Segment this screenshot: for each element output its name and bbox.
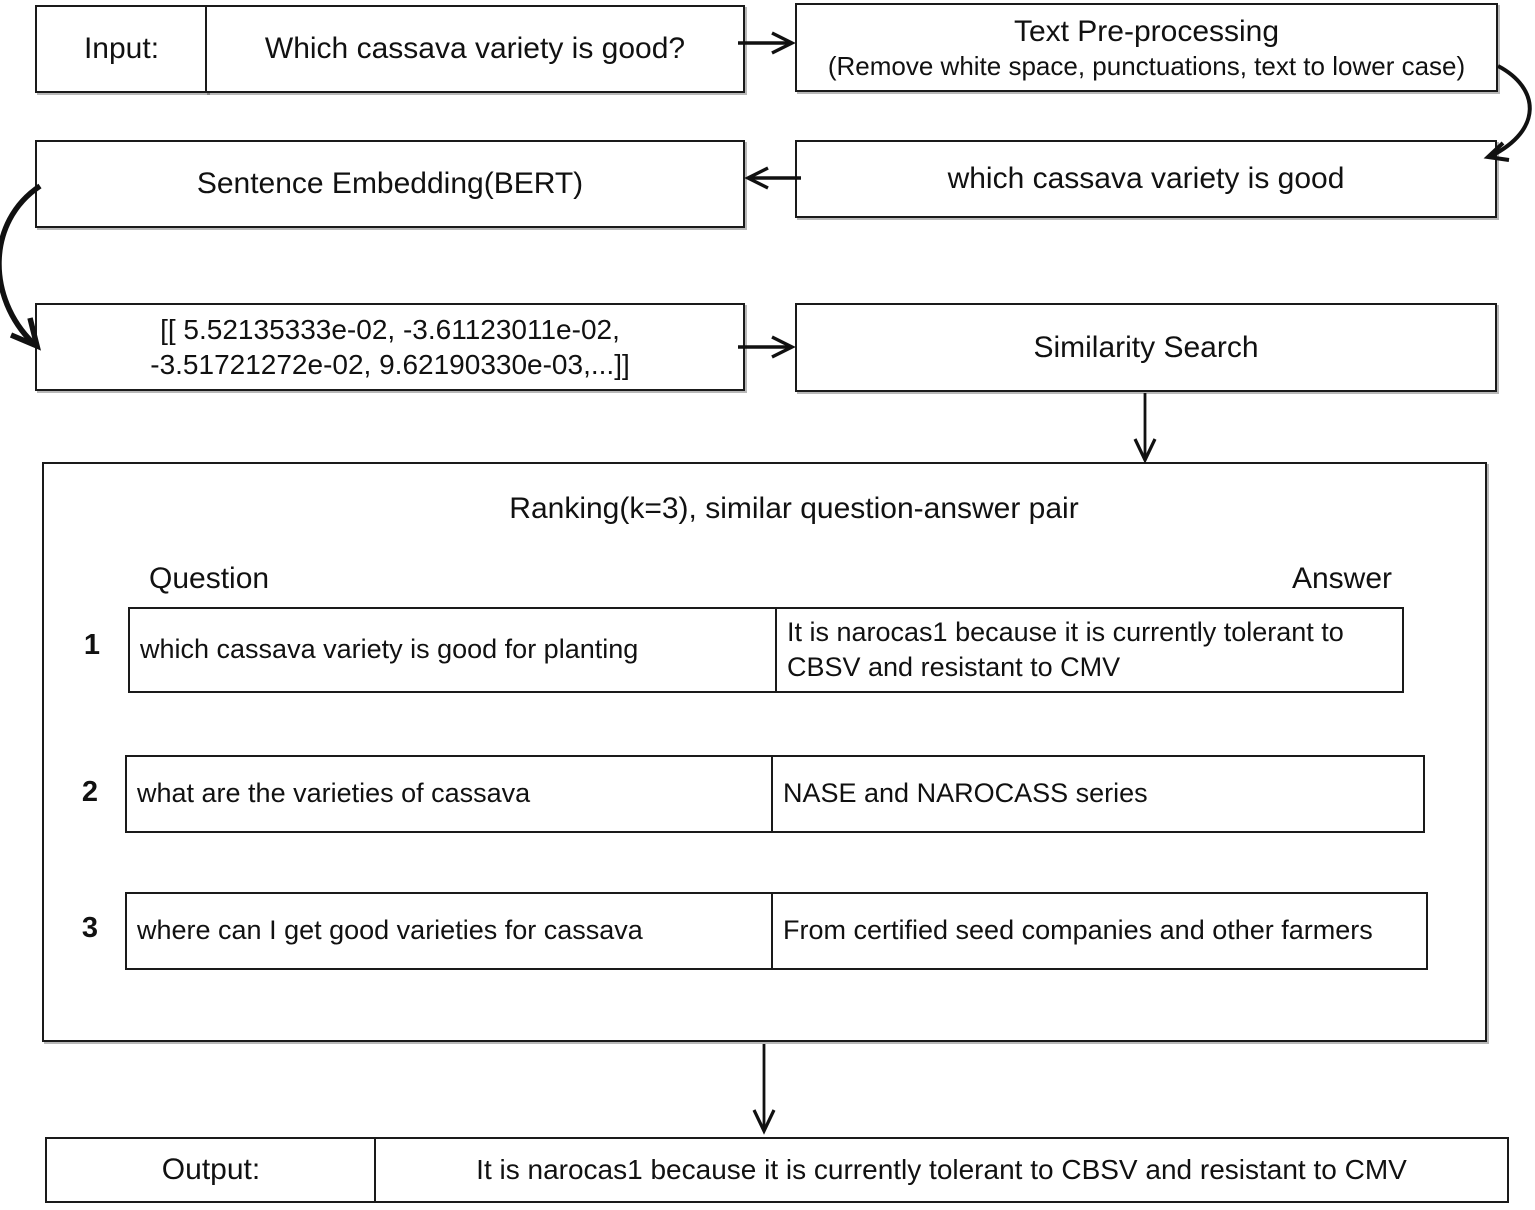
input-value: Which cassava variety is good?	[264, 32, 686, 65]
vector-line-2: -3.51721272e-02, 9.62190330e-03,...]]	[150, 349, 630, 380]
ranking-title: Ranking(k=3), similar question-answer pa…	[509, 492, 1079, 525]
question-cell-2: what are the varieties of cassava	[125, 755, 773, 833]
normalized-query-text: which cassava variety is good	[947, 162, 1345, 195]
sentence-embedding-title: Sentence Embedding(BERT)	[196, 167, 584, 200]
rank-number-2: 2	[81, 776, 99, 808]
output-value-box: It is narocas1 because it is currently t…	[374, 1137, 1509, 1203]
arrow-down-ranking-to-output-icon	[752, 1044, 776, 1135]
preprocessing-box: Text Pre-processing (Remove white space,…	[795, 3, 1498, 92]
answer-text-1: It is narocas1 because it is currently t…	[787, 616, 1344, 682]
similarity-search-title: Similarity Search	[1033, 330, 1259, 364]
ranking-panel: Ranking(k=3), similar question-answer pa…	[42, 462, 1487, 1042]
question-cell-3: where can I get good varieties for cassa…	[125, 892, 773, 970]
question-header: Question	[149, 562, 270, 595]
answer-cell-1: It is narocas1 because it is currently t…	[775, 607, 1404, 693]
embedding-vector-box: [[ 5.52135333e-02, -3.61123011e-02, -3.5…	[35, 303, 745, 391]
answer-header: Answer	[1291, 562, 1392, 595]
arrow-left-query-to-embedding-icon	[744, 166, 801, 190]
similarity-search-box: Similarity Search	[795, 303, 1497, 392]
answer-text-3: From certified seed companies and other …	[783, 915, 1373, 946]
question-text-1: which cassava variety is good for planti…	[140, 634, 639, 665]
normalized-query-box: which cassava variety is good	[795, 140, 1497, 218]
vector-line-1: [[ 5.52135333e-02, -3.61123011e-02,	[160, 314, 620, 345]
answer-cell-2: NASE and NAROCASS series	[771, 755, 1425, 833]
arrow-down-similarity-to-ranking-icon	[1133, 393, 1157, 464]
rank-number-1: 1	[83, 629, 101, 661]
answer-text-2: NASE and NAROCASS series	[783, 778, 1148, 809]
question-cell-1: which cassava variety is good for planti…	[128, 607, 777, 693]
question-text-2: what are the varieties of cassava	[137, 778, 531, 809]
output-value: It is narocas1 because it is currently t…	[476, 1154, 1407, 1185]
output-label: Output:	[161, 1153, 261, 1186]
output-label-box: Output:	[45, 1137, 377, 1203]
input-value-box: Which cassava variety is good?	[205, 5, 745, 93]
input-label: Input:	[83, 32, 160, 65]
sentence-embedding-box: Sentence Embedding(BERT)	[35, 140, 745, 228]
answer-cell-3: From certified seed companies and other …	[771, 892, 1428, 970]
arrow-right-input-to-preprocessing-icon	[738, 31, 796, 55]
input-label-box: Input:	[35, 5, 208, 93]
preprocessing-title: Text Pre-processing	[1013, 14, 1280, 48]
arrow-right-vector-to-similarity-icon	[738, 335, 796, 359]
preprocessing-subtitle: (Remove white space, punctuations, text …	[827, 51, 1466, 81]
arrow-curve-embedding-to-vector-icon	[0, 183, 42, 351]
question-text-3: where can I get good varieties for cassa…	[137, 915, 643, 946]
rank-number-3: 3	[81, 912, 99, 944]
